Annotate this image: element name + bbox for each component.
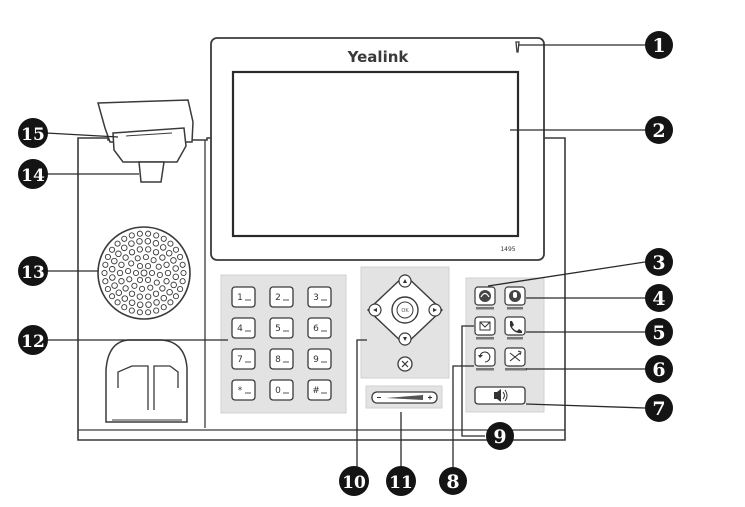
keypad-key[interactable]: 6: [307, 317, 332, 339]
keypad-key[interactable]: 1: [231, 286, 256, 308]
keypad-key[interactable]: 5: [269, 317, 294, 339]
redial-key[interactable]: [474, 347, 496, 371]
svg-text:2: 2: [652, 120, 665, 142]
message-key[interactable]: [474, 316, 496, 340]
svg-text:5: 5: [652, 322, 665, 344]
keypad-key-label: #: [312, 386, 320, 396]
callout-8: 8: [439, 467, 467, 495]
volume-key[interactable]: [365, 385, 443, 409]
svg-text:3: 3: [652, 252, 665, 274]
transfer-key[interactable]: [504, 347, 527, 371]
svg-text:10: 10: [342, 473, 366, 493]
speaker: [97, 226, 191, 320]
callout-12: 12: [18, 325, 48, 355]
callout-5: 5: [645, 318, 673, 346]
svg-text:11: 11: [389, 473, 413, 493]
ok-label: OK: [401, 308, 409, 314]
keypad-key[interactable]: 4: [231, 317, 256, 339]
keypad-key-label: 8: [275, 355, 281, 365]
keypad-key-label: 3: [313, 293, 319, 303]
callout-6: 6: [645, 355, 673, 383]
svg-text:4: 4: [652, 288, 665, 310]
keypad-key[interactable]: 2: [269, 286, 294, 308]
svg-text:1: 1: [652, 35, 665, 57]
keypad-key[interactable]: 0: [269, 379, 294, 401]
svg-text:14: 14: [21, 166, 45, 186]
hold-key[interactable]: [504, 316, 526, 340]
keypad-key-label: 9: [313, 355, 319, 365]
speakerphone-key[interactable]: [474, 386, 526, 405]
svg-text:9: 9: [493, 426, 506, 448]
brand-logo: Yealink: [347, 48, 410, 66]
power-indicator-led: [515, 41, 520, 53]
reversible-tab[interactable]: [138, 161, 165, 183]
keypad-key-label: 0: [275, 386, 281, 396]
callout-10: 10: [339, 466, 369, 496]
keypad-key-label: 1: [237, 293, 243, 303]
callout-markers: 1 2 3 4 5 6 7 8 9 10 11 12 13 14 15: [18, 31, 673, 496]
keypad-key-label: 6: [313, 324, 319, 334]
mute-key[interactable]: [504, 286, 526, 310]
handset-rest: [105, 339, 188, 423]
model-label: 1495: [500, 246, 515, 253]
callout-lines: [45, 44, 646, 467]
callout-9: 9: [486, 422, 514, 450]
svg-text:8: 8: [446, 471, 459, 493]
keypad-key[interactable]: 3: [307, 286, 332, 308]
keypad-key[interactable]: 7: [231, 348, 256, 370]
hookswitch[interactable]: [112, 127, 187, 163]
display-unit: Yealink 1495: [210, 37, 545, 261]
callout-13: 13: [18, 256, 48, 286]
svg-text:12: 12: [21, 332, 45, 352]
callout-14: 14: [18, 159, 48, 189]
svg-text:13: 13: [21, 263, 45, 283]
callout-4: 4: [645, 284, 673, 312]
callout-15: 15: [18, 118, 48, 148]
callout-3: 3: [645, 248, 673, 276]
touch-screen[interactable]: [231, 70, 520, 238]
keypad-key-label: 5: [275, 324, 281, 334]
handset-cradle: [97, 99, 194, 183]
keypad-key[interactable]: *: [231, 379, 256, 401]
keypad-key-label: 2: [275, 293, 281, 303]
callout-11: 11: [386, 466, 416, 496]
keypad-key-label: *: [238, 386, 243, 396]
keypad: 1 2 3 4 5 6 7 8 9 * 0 #: [220, 274, 347, 414]
headset-key[interactable]: [474, 286, 496, 310]
keypad-key[interactable]: 8: [269, 348, 294, 370]
keypad-key[interactable]: #: [307, 379, 332, 401]
keypad-key-label: 7: [237, 355, 243, 365]
callout-2: 2: [645, 116, 673, 144]
svg-text:6: 6: [652, 359, 665, 381]
callout-1: 1: [645, 31, 673, 59]
keypad-key-label: 4: [237, 324, 243, 334]
navigation-cluster: OK: [360, 266, 450, 379]
svg-text:7: 7: [652, 398, 665, 420]
keypad-key[interactable]: 9: [307, 348, 332, 370]
callout-7: 7: [645, 394, 673, 422]
speaker-holes: [101, 230, 187, 316]
function-keys: [465, 277, 545, 413]
svg-text:15: 15: [21, 125, 45, 145]
